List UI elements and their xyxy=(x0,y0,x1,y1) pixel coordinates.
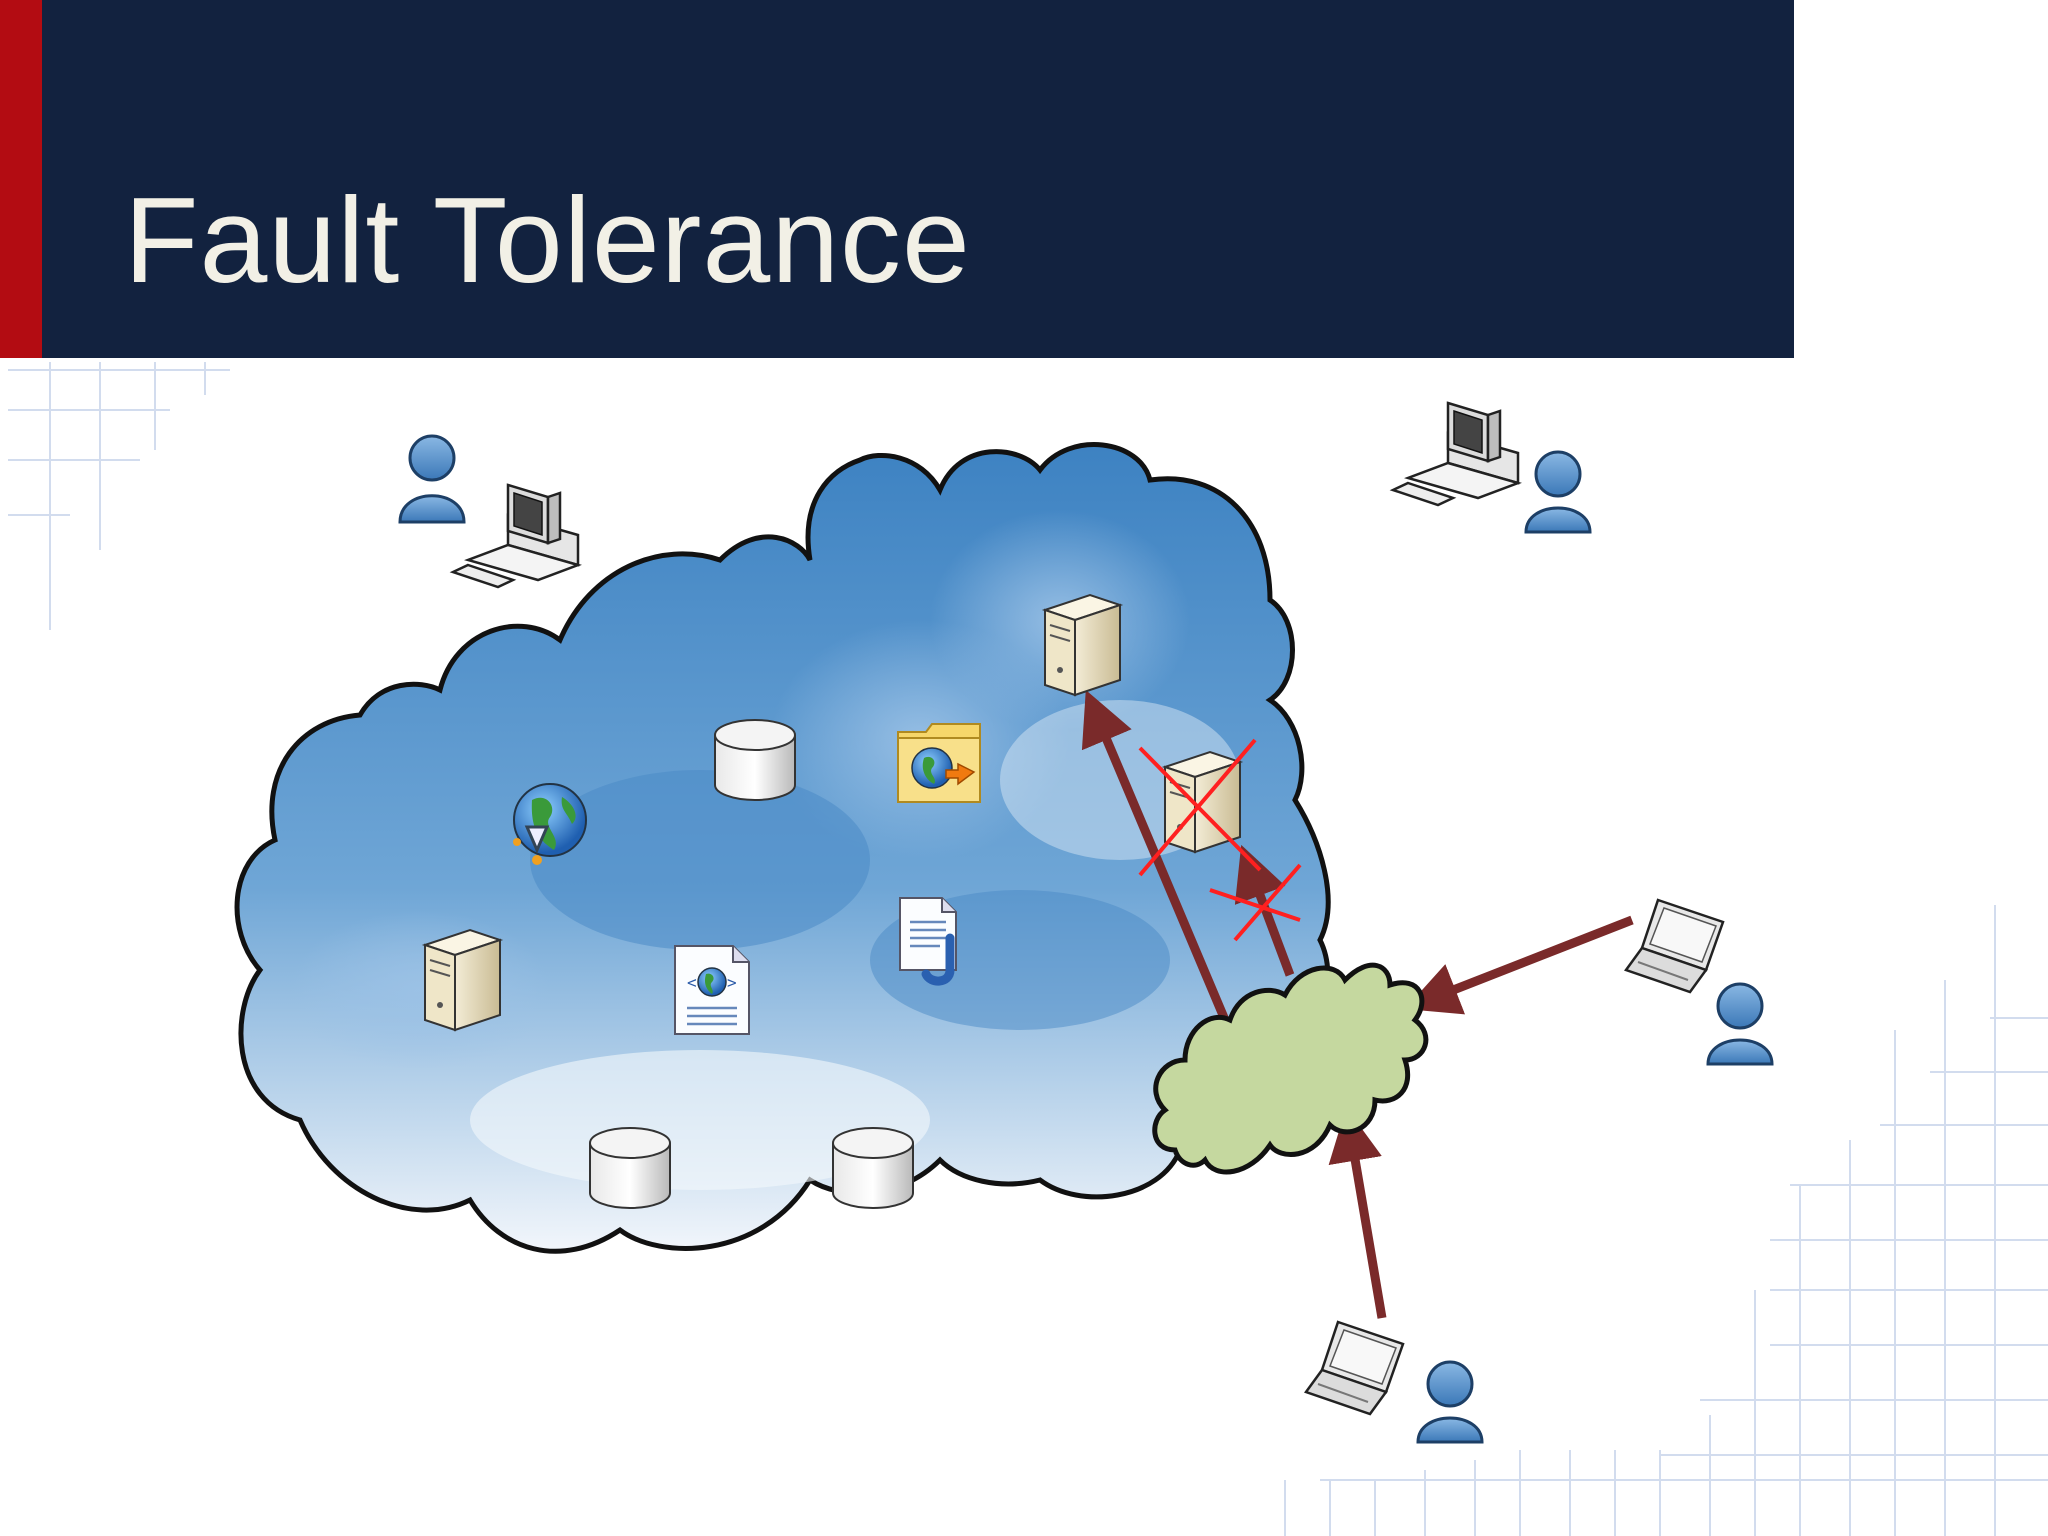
database-icon xyxy=(714,719,796,801)
web-document-icon: < > xyxy=(674,945,750,1035)
failure-x-mark xyxy=(1209,863,1302,942)
user-icon xyxy=(1706,982,1774,1066)
database-icon xyxy=(589,1127,671,1209)
desktop-computer-icon xyxy=(1389,401,1522,507)
user-icon xyxy=(1524,450,1592,534)
svg-text:>: > xyxy=(727,973,737,992)
connection-arrows xyxy=(1081,690,1634,1319)
server-icon xyxy=(421,928,504,1032)
title-bar xyxy=(0,0,1794,358)
arrow-to-server-top xyxy=(1081,690,1230,1022)
java-document-icon xyxy=(899,897,957,986)
gateway-cloud-icon xyxy=(1152,962,1429,1175)
failure-x-mark xyxy=(1138,738,1262,877)
web-folder-icon xyxy=(897,723,981,803)
slide-title: Fault Tolerance xyxy=(124,172,971,308)
arrow-to-failed-server xyxy=(1234,844,1295,977)
database-icon xyxy=(832,1127,914,1209)
user-icon xyxy=(1416,1360,1484,1444)
arrow-from-laptop-right xyxy=(1404,915,1634,1015)
title-accent-stripe xyxy=(0,0,42,358)
user-icon xyxy=(398,434,466,524)
server-icon xyxy=(1161,750,1244,854)
laptop-icon xyxy=(1303,1320,1405,1416)
laptop-icon xyxy=(1623,898,1725,994)
globe-icon xyxy=(513,783,587,865)
svg-text:<: < xyxy=(687,973,697,992)
arrow-from-laptop-bottom xyxy=(1328,1107,1387,1319)
desktop-computer-icon xyxy=(449,483,582,589)
server-icon xyxy=(1041,593,1124,697)
